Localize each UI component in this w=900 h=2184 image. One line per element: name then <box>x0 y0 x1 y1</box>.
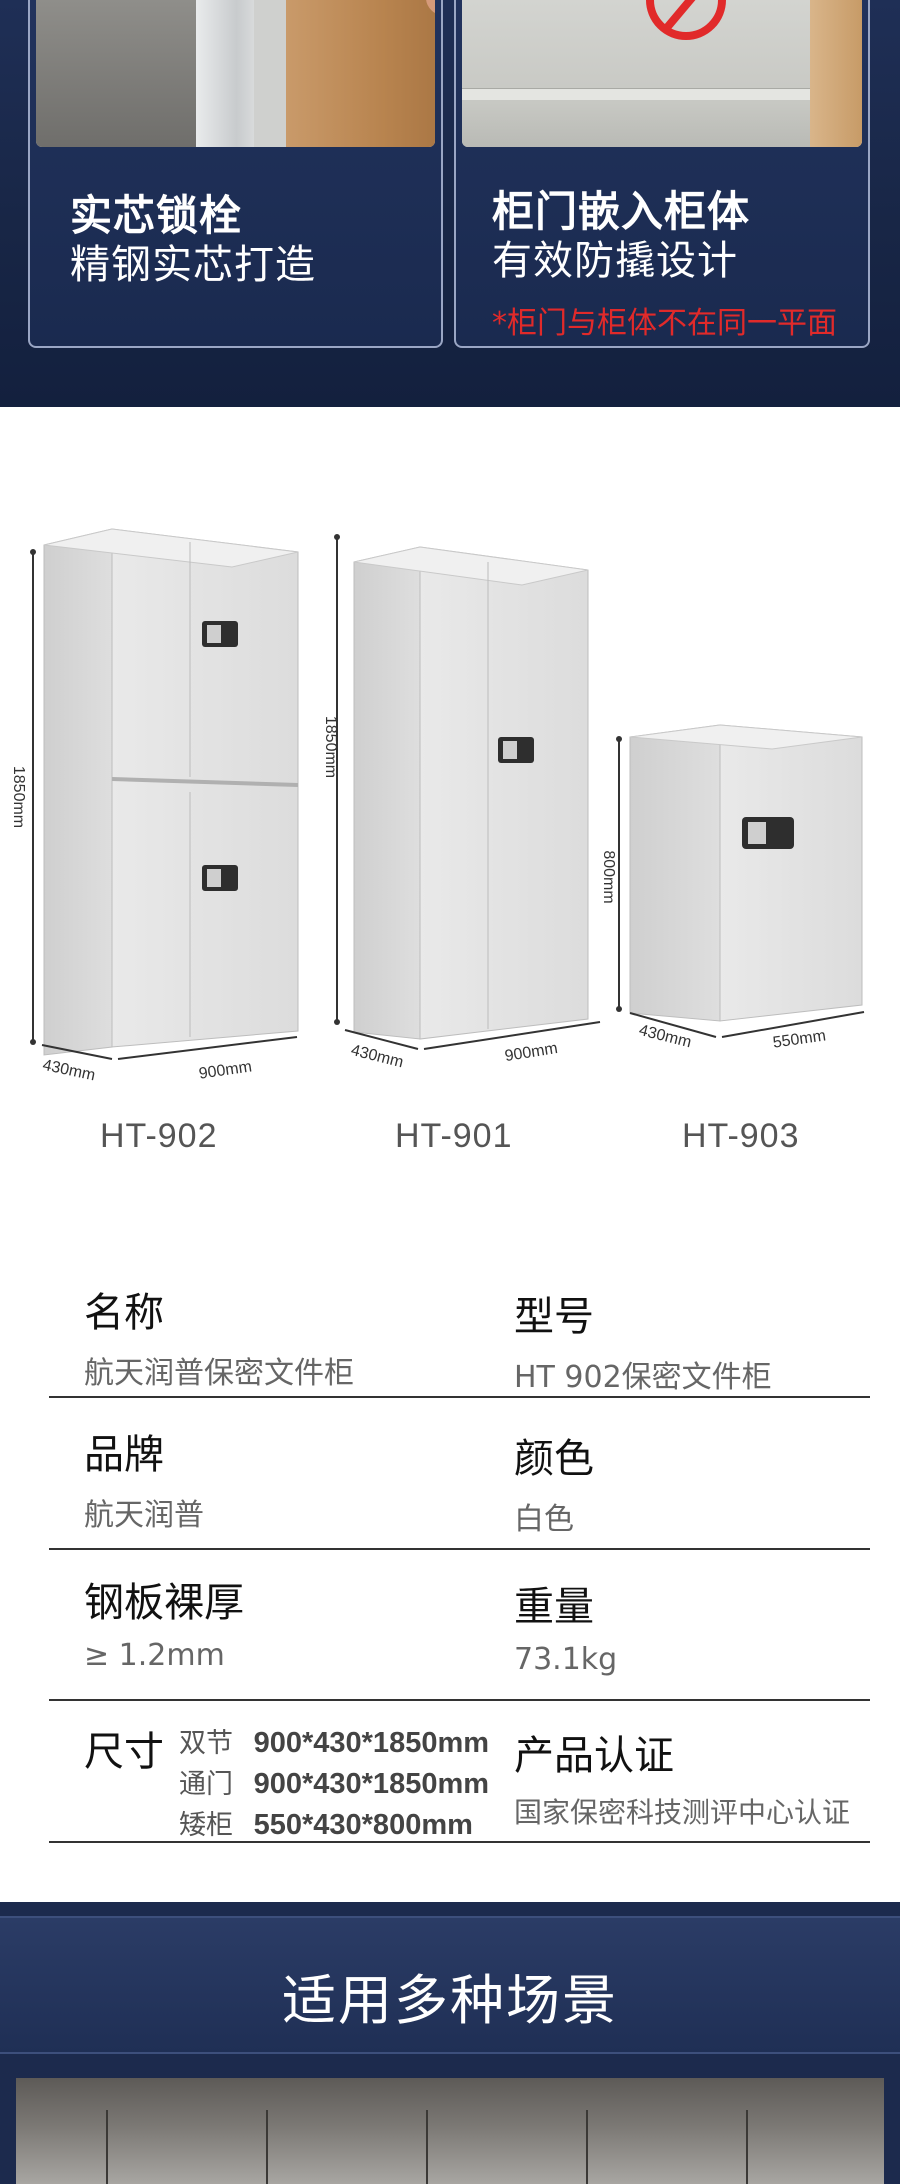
size-item: 矮柜 550*430*800mm <box>179 1809 473 1841</box>
spec-key-color: 颜色 <box>514 1436 594 1482</box>
spec-key-model: 型号 <box>514 1294 594 1340</box>
size-item: 双节 900*430*1850mm <box>179 1727 490 1759</box>
spec-key-size: 尺寸 <box>84 1729 164 1775</box>
feature-title: 实芯锁栓 <box>70 191 243 240</box>
size-list: 双节 900*430*1850mm 通门 900*430*1850mm 矮柜 5… <box>179 1721 489 1844</box>
feature-subtitle: 精钢实芯打造 <box>70 242 316 288</box>
spec-row: 名称 航天润普保密文件柜 型号 HT 902保密文件柜 <box>49 1262 870 1398</box>
cabinet-illustrations: 1850mm 430mm 900mm 1850mm 430mm 900mm <box>10 528 865 1085</box>
depth-dim: 430mm <box>349 1042 405 1071</box>
model-code: HT-901 <box>395 1117 513 1155</box>
spec-key-certification: 产品认证 <box>514 1733 674 1779</box>
feature-card-recessed-door: 柜门嵌入柜体 有效防撬设计 *柜门与柜体不在同一平面 <box>454 0 870 348</box>
spec-key-weight: 重量 <box>514 1584 594 1630</box>
spec-row: 钢板裸厚 ≥ 1.2mm 重量 73.1kg <box>49 1550 870 1701</box>
feature-subtitle: 有效防撬设计 <box>492 238 738 284</box>
cabinet-ht-903 <box>616 724 865 1038</box>
width-dim: 900mm <box>198 1058 253 1082</box>
cabinet-ht-901 <box>334 534 601 1050</box>
recessed-door-photo <box>462 0 862 147</box>
scenario-banner: 适用多种场景 <box>0 1902 900 2184</box>
spec-value-thickness: ≥ 1.2mm <box>84 1638 225 1673</box>
spec-key-brand: 品牌 <box>84 1432 164 1478</box>
spec-row: 品牌 航天润普 颜色 白色 <box>49 1398 870 1550</box>
scene-photo <box>16 2078 884 2184</box>
model-code: HT-902 <box>100 1117 218 1155</box>
spec-value-color: 白色 <box>514 1502 574 1537</box>
height-dim: 1850mm <box>322 716 339 778</box>
lock-bolt-photo <box>36 0 435 147</box>
spec-value-name: 航天润普保密文件柜 <box>84 1356 354 1391</box>
model-code: HT-903 <box>682 1117 800 1155</box>
height-dim: 1850mm <box>10 766 27 828</box>
spec-value-model: HT 902保密文件柜 <box>514 1360 772 1395</box>
cabinet-models-section: 1850mm 430mm 900mm 1850mm 430mm 900mm <box>0 407 900 1207</box>
width-dim: 550mm <box>772 1027 827 1051</box>
spec-key-name: 名称 <box>84 1290 164 1336</box>
width-dim: 900mm <box>504 1040 559 1065</box>
depth-dim: 430mm <box>41 1057 97 1085</box>
feature-card-lock-bolt: 实芯锁栓 精钢实芯打造 <box>28 0 443 348</box>
banner-title: 适用多种场景 <box>282 1969 618 2032</box>
feature-title: 柜门嵌入柜体 <box>492 187 751 236</box>
spec-value-brand: 航天润普 <box>84 1498 204 1533</box>
cabinet-ht-902 <box>30 528 299 1060</box>
spec-key-thickness: 钢板裸厚 <box>84 1580 244 1626</box>
size-item: 通门 900*430*1850mm <box>179 1768 490 1800</box>
feature-section: 实芯锁栓 精钢实芯打造 柜门嵌入柜体 有效防撬设计 *柜门与柜体不在同一平面 <box>0 0 900 407</box>
spec-row: 尺寸 双节 900*430*1850mm 通门 900*430*1850mm 矮… <box>49 1701 870 1843</box>
depth-dim: 430mm <box>637 1022 693 1051</box>
spec-value-certification: 国家保密科技测评中心认证 <box>514 1796 851 1829</box>
spec-value-weight: 73.1kg <box>514 1642 618 1677</box>
feature-warning-note: *柜门与柜体不在同一平面 <box>492 306 837 341</box>
height-dim: 800mm <box>600 850 617 903</box>
